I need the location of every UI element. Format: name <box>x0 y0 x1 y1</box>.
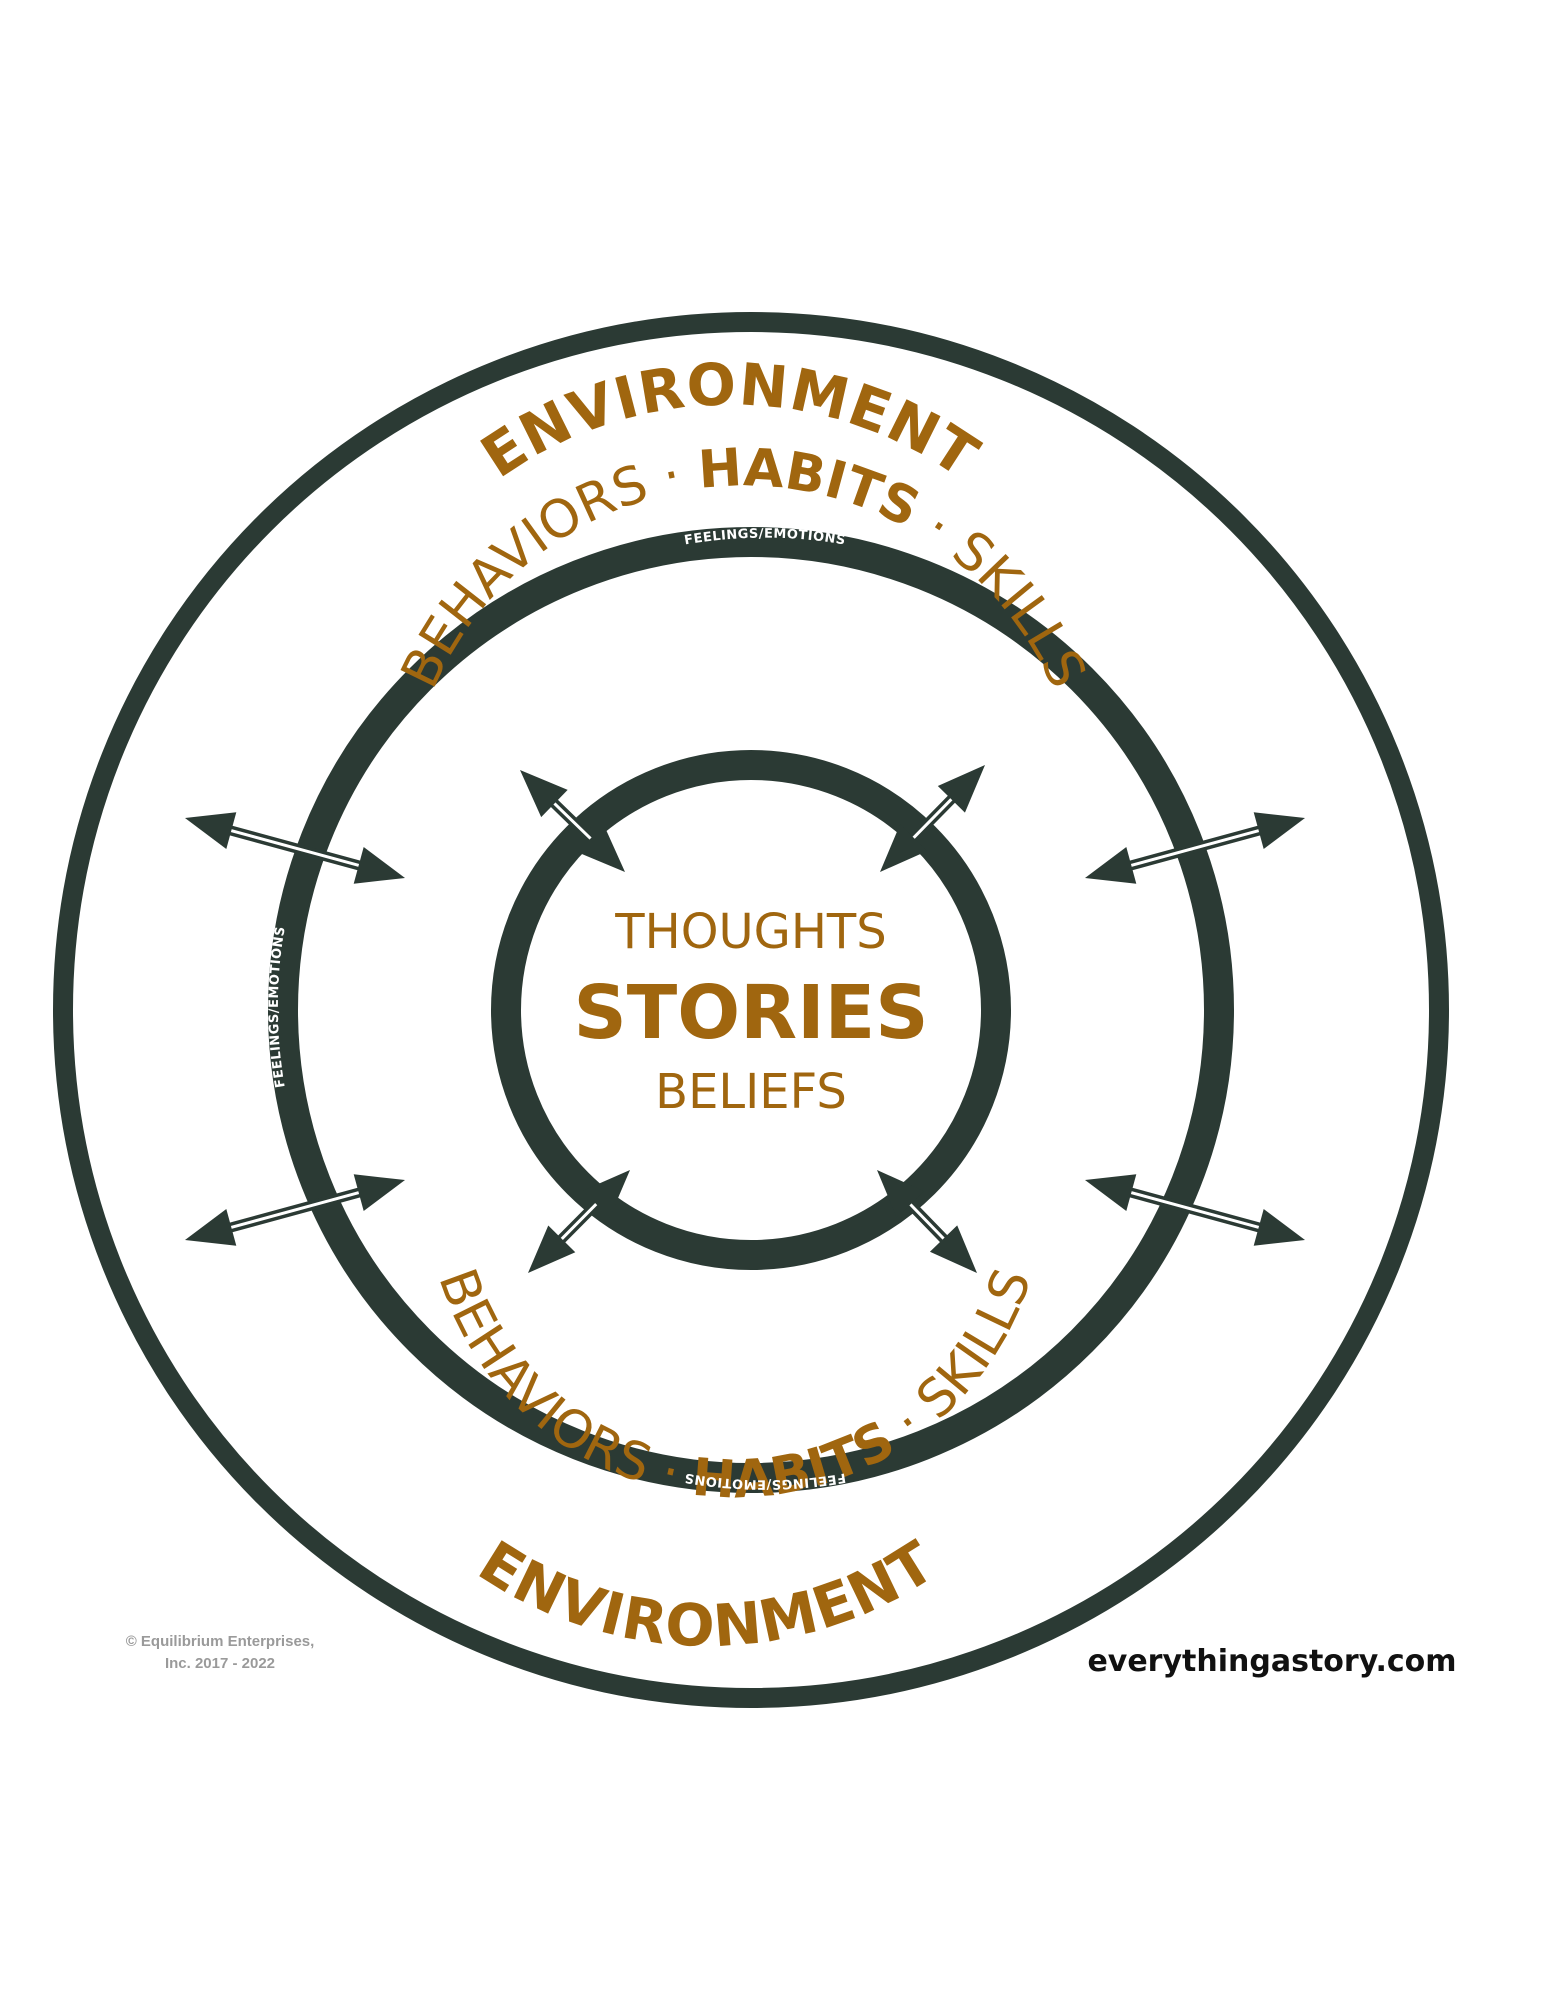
arrow-outer-upper-left <box>185 812 405 884</box>
environment-label-bottom: ENVIRONMENT <box>467 1527 946 1660</box>
band-label-middle-right: FEELINGS/EMOTIONS <box>1241 925 1263 1088</box>
band-label-middle-left: FEELINGS/EMOTIONS <box>267 925 289 1088</box>
thoughts-label: THOUGHTS <box>614 904 886 960</box>
arrow-inner-upper-right <box>880 765 985 872</box>
middle-ring <box>268 527 1234 1493</box>
arrow-outer-lower-right <box>1085 1174 1305 1246</box>
site-url: everythingastory.com <box>1087 1644 1456 1679</box>
arrow-inner-lower-left <box>528 1170 630 1273</box>
band-label-middle-top: FEELINGS/EMOTIONS <box>683 527 846 549</box>
beliefs-label: BELIEFS <box>655 1064 847 1120</box>
band-label-middle-bottom: FEELINGS/EMOTIONS <box>683 1469 846 1491</box>
arrows-group <box>185 765 1305 1273</box>
arrow-inner-lower-right <box>877 1170 977 1273</box>
copyright-line-1: © Equilibrium Enterprises, <box>126 1633 315 1650</box>
middle-label-top: BEHAVIORS · HABITS · SKILLS <box>390 438 1097 697</box>
arrow-outer-upper-right <box>1085 812 1305 884</box>
arrow-outer-lower-left <box>185 1174 405 1246</box>
outer-ring <box>53 312 1449 1708</box>
inner-ring <box>491 750 1011 1270</box>
copyright-line-2: Inc. 2017 - 2022 <box>165 1655 275 1672</box>
band-label-inner-left: FEELINGS/EMOTIONS <box>465 920 493 1083</box>
arrow-inner-upper-left <box>520 770 625 872</box>
middle-label-bottom: BEHAVIORS · HABITS · SKILLS <box>426 1261 1043 1510</box>
habits-label-bottom: HABITS <box>690 1410 904 1511</box>
stories-label: STORIES <box>573 970 928 1056</box>
